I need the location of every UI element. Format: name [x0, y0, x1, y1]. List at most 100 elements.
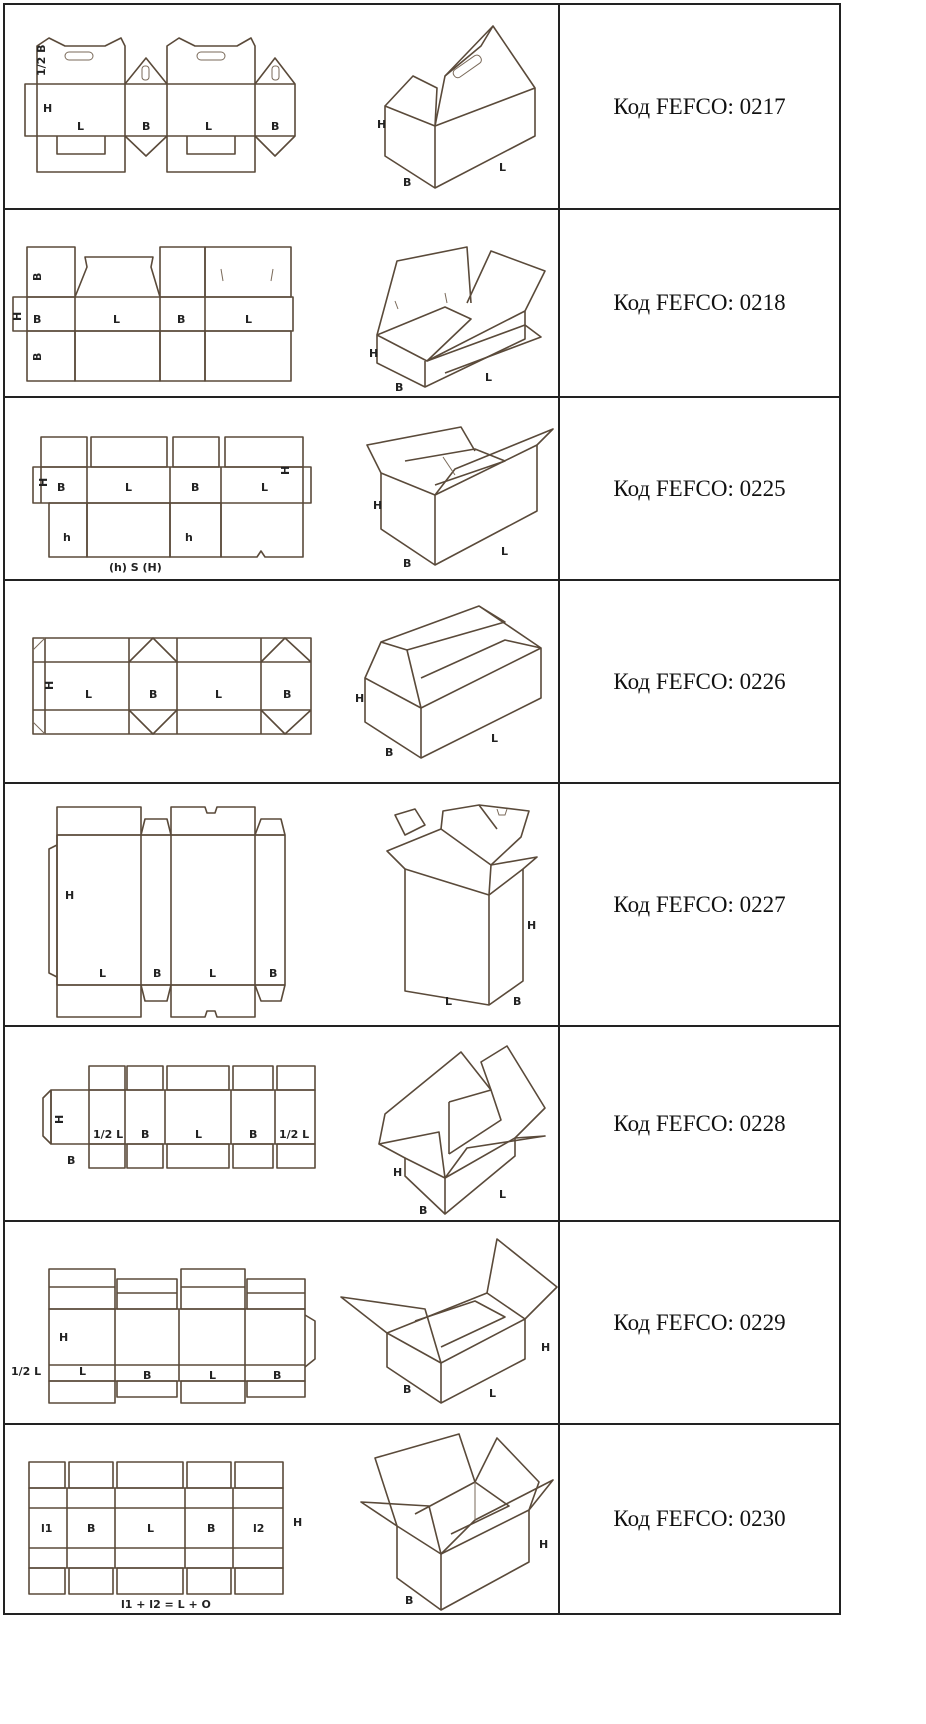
box-label: B [403, 557, 411, 570]
flat-label: L [245, 313, 252, 326]
assembled-box: H B L [369, 246, 546, 394]
code-cell: Код FEFCO: 0217 [558, 3, 841, 210]
box-label: L [501, 545, 508, 558]
assembled-box: H L B [386, 804, 538, 1008]
flat-label: B [269, 967, 277, 980]
flat-label: B [143, 1369, 151, 1382]
flat-label: B [31, 353, 44, 361]
drawing-cell: H B L B L H h h (h) S (H) [3, 396, 560, 581]
catalog-row: 1/2 B H L B L B H [3, 3, 841, 210]
catalog-row: l1 B L B l2 H l1 + l2 = L + O [3, 1423, 841, 1615]
box-label: B [513, 995, 521, 1008]
catalog-row: H L B L B H [3, 782, 841, 1027]
fefco-code-label: Код FEFCO: 0226 [613, 668, 786, 694]
flat-layout: H 1/2 L B L B 1/2 L B [42, 1065, 316, 1169]
flat-label: L [209, 967, 216, 980]
flat-layout: H L B L B [32, 637, 312, 735]
flat-label: L [99, 967, 106, 980]
flat-layout: H B L B L H h h (h) S (H) [32, 436, 312, 574]
box-label: L [491, 732, 498, 745]
flat-label: B [33, 313, 41, 326]
flat-label: L [77, 120, 84, 133]
fefco-code-label: Код FEFCO: 0227 [613, 891, 786, 917]
fefco-catalog-table: 1/2 B H L B L B H [3, 3, 841, 1615]
assembled-box: H B [360, 1433, 554, 1611]
drawing-cell: H L B L B H [3, 782, 560, 1027]
code-cell: Код FEFCO: 0230 [558, 1423, 841, 1615]
catalog-row: H 1/2 L B L B 1/2 L B [3, 1025, 841, 1222]
assembled-box: H B L [366, 426, 554, 570]
flat-label: B [149, 688, 157, 701]
flat-label: B [207, 1522, 215, 1535]
flat-label: l2 [253, 1522, 264, 1535]
box-label: B [403, 176, 411, 189]
code-cell: Код FEFCO: 0228 [558, 1025, 841, 1222]
flat-layout: B H B L B L B [11, 246, 294, 382]
flat-layout: H L B L B [48, 806, 286, 1018]
box-label: H [527, 919, 536, 932]
box-label: B [403, 1383, 411, 1396]
box-label: L [489, 1387, 496, 1400]
box-label: H [541, 1341, 550, 1354]
flat-label: H [293, 1516, 302, 1529]
flat-layout: l1 B L B l2 H l1 + l2 = L + O [28, 1461, 302, 1611]
flat-label: 1/2 L [11, 1365, 41, 1378]
flat-label: B [283, 688, 291, 701]
flat-label: h [185, 531, 193, 544]
drawing-cell: H 1/2 L L B L B H [3, 1220, 560, 1425]
flat-label: L [85, 688, 92, 701]
box-label: H [393, 1166, 402, 1179]
box-drawing-0229: H 1/2 L L B L B H [11, 1238, 558, 1404]
assembled-box: H B L [340, 1238, 558, 1404]
fefco-code-label: Код FEFCO: 0230 [613, 1506, 786, 1531]
box-label: L [499, 1188, 506, 1201]
flat-label: l1 + l2 = L + O [121, 1598, 211, 1611]
box-drawing-0225: H B L B L H h h (h) S (H) [32, 426, 554, 574]
flat-label: B [57, 481, 65, 494]
catalog-row: H 1/2 L L B L B H [3, 1220, 841, 1425]
flat-label: B [67, 1154, 75, 1167]
box-drawing-0227: H L B L B H [48, 804, 538, 1018]
flat-label: 1/2 L [93, 1128, 123, 1141]
box-label: H [355, 692, 364, 705]
box-label: H [539, 1538, 548, 1551]
flat-label: B [87, 1522, 95, 1535]
box-label: L [499, 161, 506, 174]
code-cell: Код FEFCO: 0227 [558, 782, 841, 1027]
code-cell: Код FEFCO: 0229 [558, 1220, 841, 1425]
drawing-cell: 1/2 B H L B L B H [3, 3, 560, 210]
code-cell: Код FEFCO: 0226 [558, 579, 841, 784]
box-drawing-0230: l1 B L B l2 H l1 + l2 = L + O [28, 1433, 554, 1611]
flat-label: H [37, 478, 50, 487]
flat-layout: 1/2 B H L B L B [24, 37, 296, 173]
box-label: B [395, 381, 403, 394]
flat-label: L [113, 313, 120, 326]
box-label: B [405, 1594, 413, 1607]
flat-label: B [142, 120, 150, 133]
flat-label: B [191, 481, 199, 494]
flat-label: H [43, 681, 56, 690]
box-label: L [485, 371, 492, 384]
fefco-code-label: Код FEFCO: 0228 [613, 1110, 786, 1136]
box-label: B [419, 1204, 427, 1217]
assembled-box: H B L [378, 1045, 546, 1217]
flat-layout: H 1/2 L L B L B [11, 1268, 316, 1404]
flat-label: H [59, 1331, 68, 1344]
flat-label: H [65, 889, 74, 902]
fefco-code-label: Код FEFCO: 0218 [613, 290, 786, 315]
flat-label: L [195, 1128, 202, 1141]
flat-label: B [31, 273, 44, 281]
catalog-row: H L B L B H B L [3, 579, 841, 784]
assembled-box: H B L [355, 605, 542, 759]
flat-label: 1/2 B [35, 44, 48, 76]
flat-label: L [215, 688, 222, 701]
flat-label: B [249, 1128, 257, 1141]
assembled-box: H B L [377, 25, 536, 189]
flat-label: L [79, 1365, 86, 1378]
box-label: B [385, 746, 393, 759]
flat-label: B [273, 1369, 281, 1382]
drawing-cell: l1 B L B l2 H l1 + l2 = L + O [3, 1423, 560, 1615]
flat-label: H [43, 102, 52, 115]
flat-label: H [11, 312, 24, 321]
flat-label: B [153, 967, 161, 980]
